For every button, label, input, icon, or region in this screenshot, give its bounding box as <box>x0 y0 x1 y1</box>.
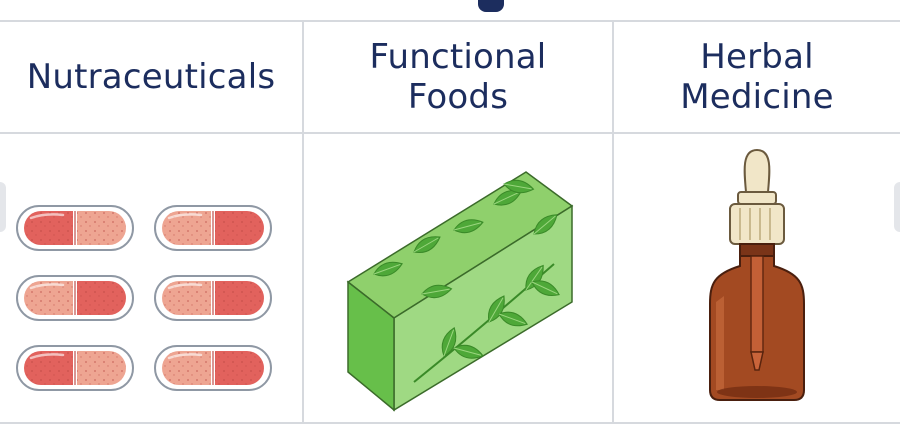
cell-functional-foods <box>304 134 612 424</box>
category-table: Nutraceuticals Functional Foods Herbal M… <box>0 20 900 424</box>
capsules-icon <box>15 204 273 392</box>
left-edge-fragment <box>0 182 6 232</box>
header-label: Functional Foods <box>369 37 547 117</box>
cell-nutraceuticals <box>0 134 302 424</box>
header-herbal-medicine: Herbal Medicine <box>614 22 900 132</box>
header-divider <box>0 132 900 134</box>
header-label: Nutraceuticals <box>26 57 276 97</box>
cell-herbal-medicine <box>614 134 900 424</box>
right-edge-fragment <box>894 182 900 232</box>
header-functional-foods: Functional Foods <box>304 22 612 132</box>
column-divider <box>612 22 614 422</box>
leaf-block-icon <box>346 171 574 412</box>
header-label: Herbal Medicine <box>680 37 834 117</box>
column-divider <box>302 22 304 422</box>
header-nutraceuticals: Nutraceuticals <box>0 22 302 132</box>
top-title-fragment <box>0 0 900 20</box>
dropper-bottle-icon <box>709 148 805 401</box>
title-glyph-fragment <box>478 0 504 12</box>
